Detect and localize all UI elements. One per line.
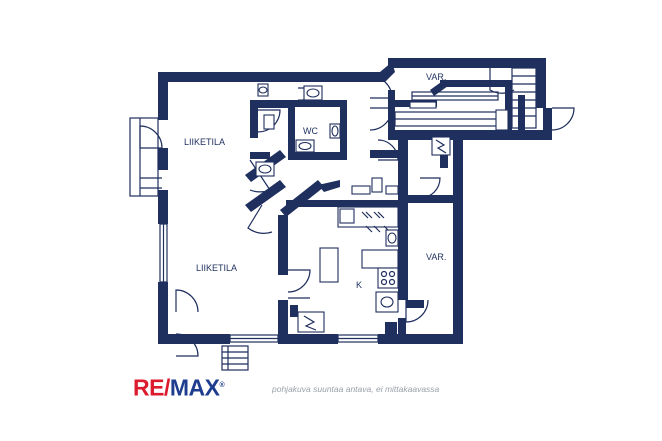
label-var-right: VAR.: [426, 252, 446, 262]
logo-slash: /: [163, 374, 170, 401]
fixtures: [255, 83, 509, 333]
electric-panel: [297, 311, 325, 333]
kitchen-counter-right: [361, 249, 399, 269]
remax-logo: RE/MAX®: [133, 374, 225, 401]
kitchen-island: [319, 247, 339, 283]
label-liiketila-upper: LIIKETILA: [184, 137, 225, 147]
label-wc: WC: [303, 126, 318, 136]
label-liiketila-lower: LIIKETILA: [196, 263, 237, 273]
exterior-walls: [158, 58, 552, 344]
staircases: [221, 67, 537, 371]
label-kitchen: K: [356, 280, 362, 290]
logo-max: MAX: [169, 374, 220, 401]
stove: [377, 267, 399, 289]
room-labels: LIIKETILA LIIKETILA WC VAR. VAR. K: [184, 72, 446, 290]
logo-registered: ®: [219, 382, 225, 389]
doors: [139, 66, 575, 357]
logo-re: RE: [133, 374, 164, 401]
sink-small: [263, 114, 275, 130]
disclaimer-text: pohjakuva suuntaa antava, ei mittakaavas…: [272, 384, 440, 394]
label-var-top: VAR.: [426, 72, 446, 82]
